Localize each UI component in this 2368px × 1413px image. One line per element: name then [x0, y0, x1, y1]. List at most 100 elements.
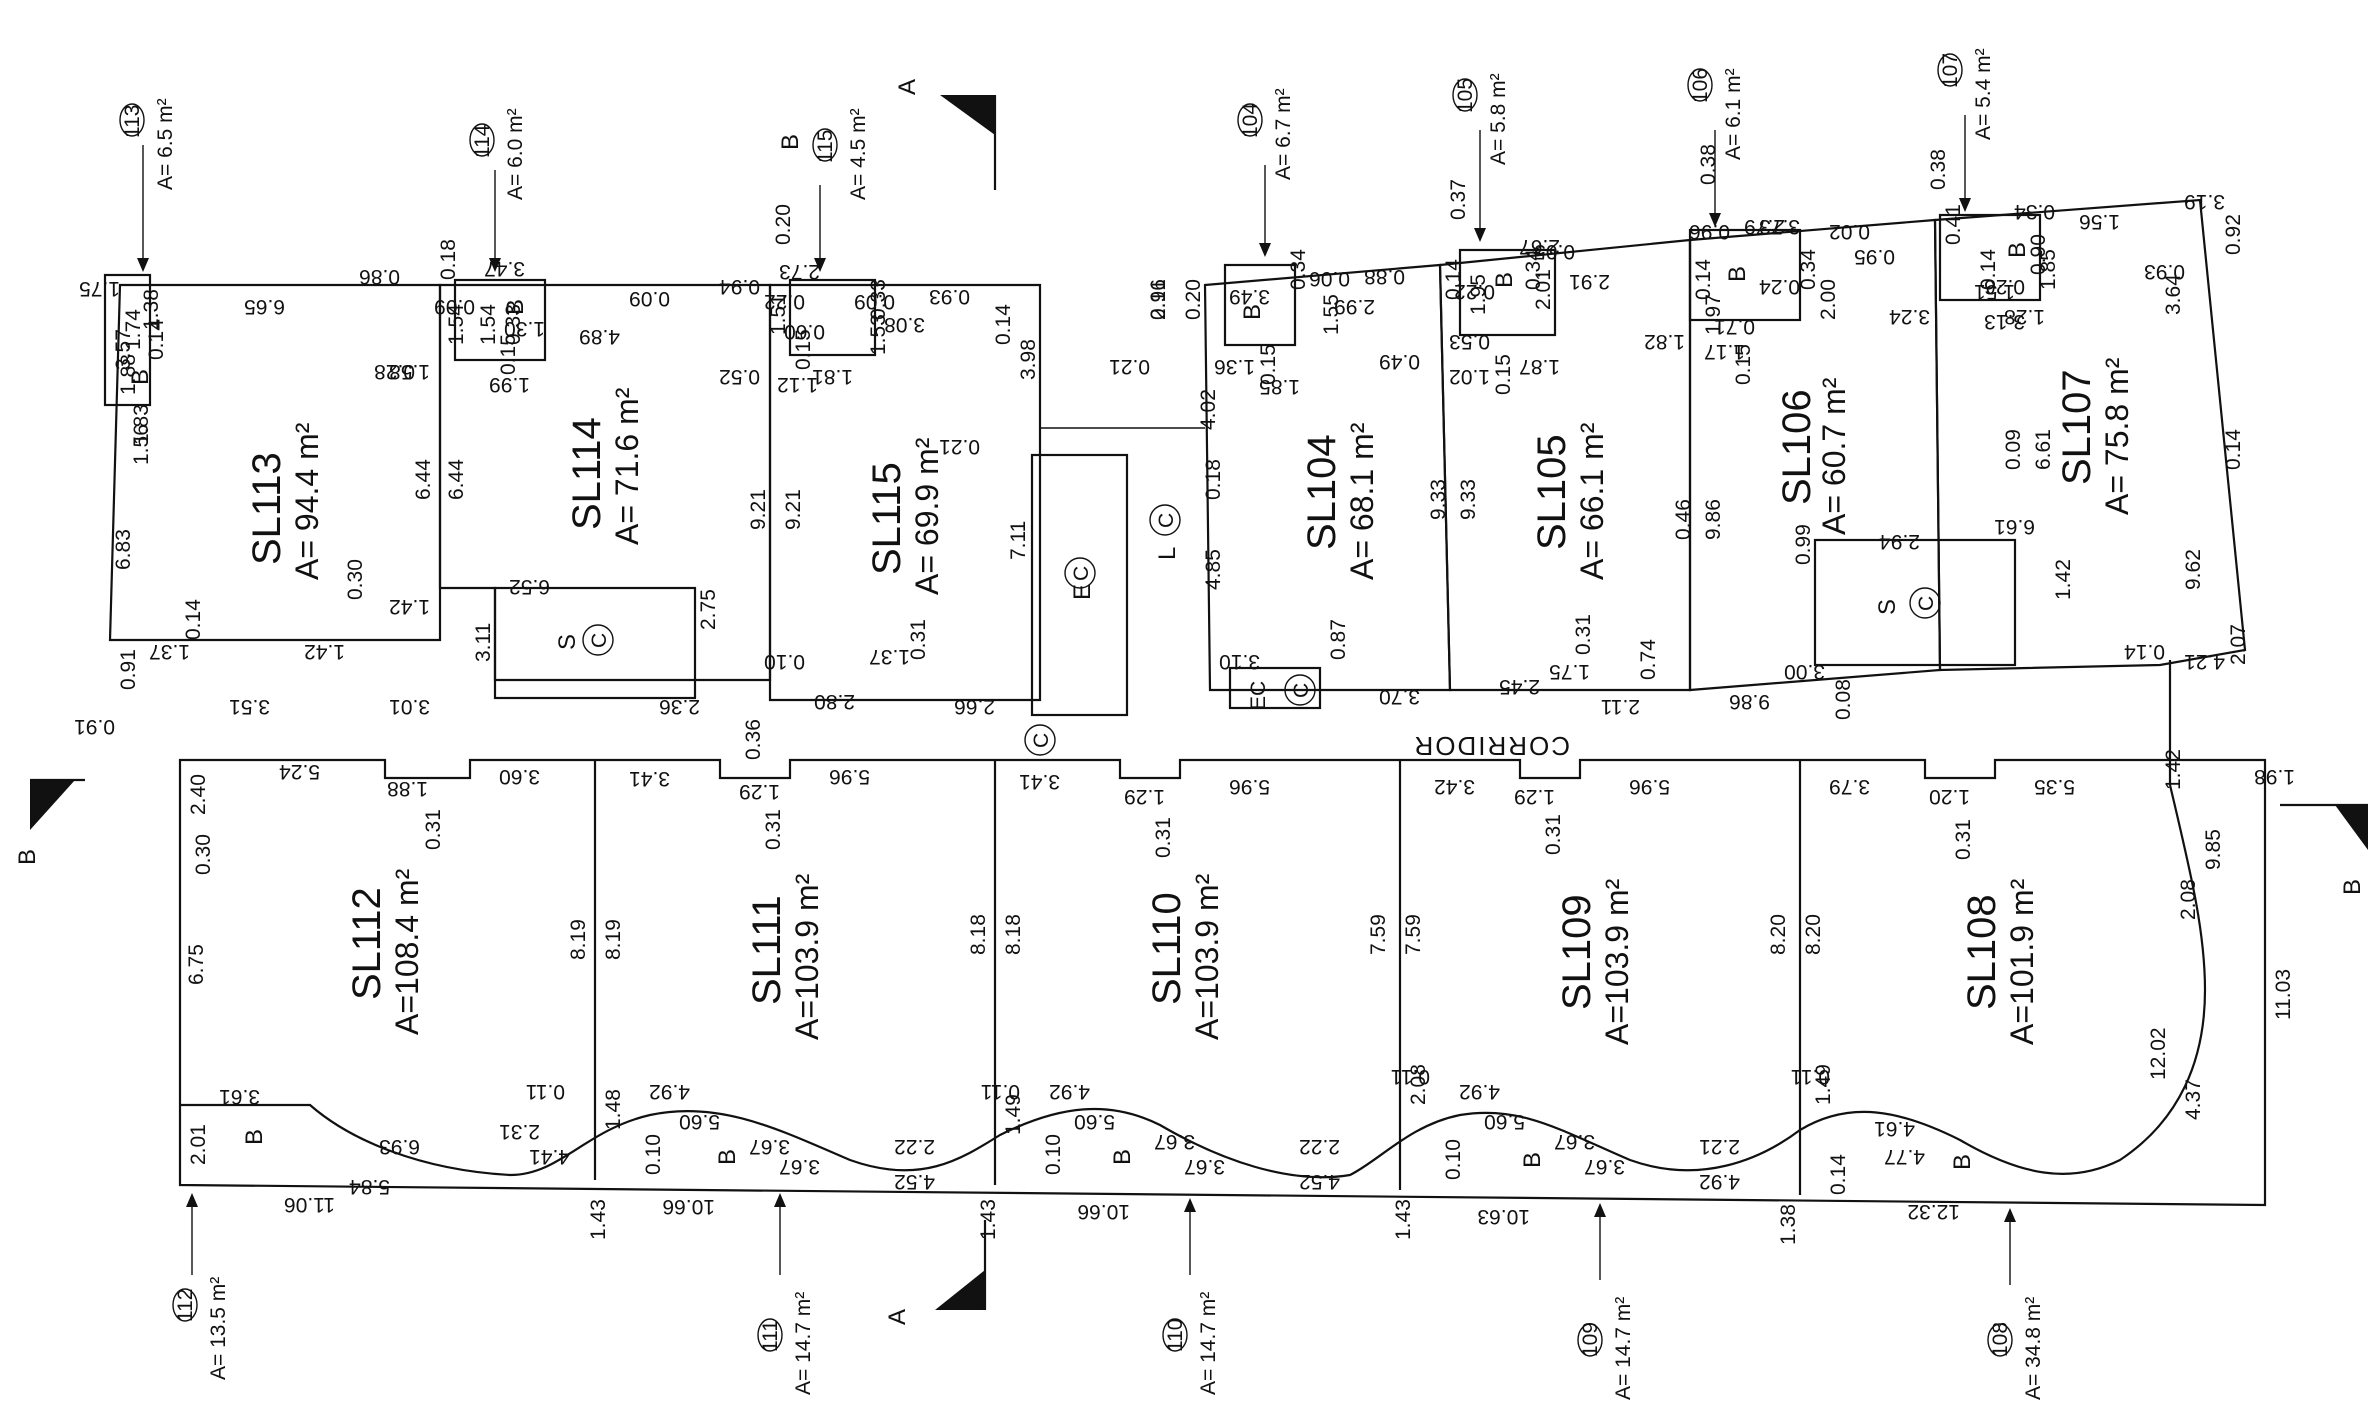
- dims_top-label: 0.86: [359, 265, 400, 288]
- dims_top_right-label: 0.14: [2222, 429, 2245, 470]
- dims_top-label: 0.93: [929, 285, 970, 308]
- dims_top_right-label: 0.53: [1449, 330, 1490, 353]
- dims_top_right-label: 0.08: [1832, 679, 1855, 720]
- dims_top_right-label: 4.02: [1197, 389, 1220, 430]
- dims_bottom-label: 3.67: [1554, 1130, 1595, 1153]
- balcony-box-115: [788, 278, 877, 357]
- lot-area-sl115: A= 69.9 m²: [909, 437, 945, 595]
- balcony-num-104: 104: [1239, 103, 1262, 138]
- dims_top-label: 0.09: [434, 295, 475, 318]
- dims_top-label: 0.33: [502, 304, 525, 345]
- dims_top-label: 0.14: [145, 319, 168, 360]
- dims_top_right-label: 0.20: [1182, 279, 1205, 320]
- dims_top_right-label: 0.74: [1637, 639, 1660, 680]
- dims_top_right-label: 0.26: [1984, 275, 2025, 298]
- dims_bottom-label: 2.21: [1699, 1135, 1740, 1158]
- dims_top_right-label: 2.07: [2227, 624, 2250, 665]
- dims_top_right-label: 4.85: [1202, 549, 1225, 590]
- dims_top-label: 6.44: [412, 459, 435, 500]
- balcony-b-108: B: [1949, 1154, 1976, 1170]
- dims_top_right-label: 4.21: [2184, 650, 2225, 673]
- dims_top_right-label: 0.38: [1927, 149, 1950, 190]
- dims_top-label: 6.52: [509, 575, 550, 598]
- balcony-b-105: B: [1491, 272, 1518, 288]
- dims_top_right-label: 1.85: [1259, 375, 1300, 398]
- dims_top-label: 1.42: [389, 595, 430, 618]
- balcony-b-113: B: [127, 369, 154, 385]
- dims_top_right-label: 0.09: [2002, 429, 2025, 470]
- dims_top-label: 0.52: [719, 365, 760, 388]
- balcony-num-106: 106: [1689, 68, 1712, 103]
- section-label-a-bottom: A: [884, 1309, 911, 1325]
- dims_top_right-label: 0.93: [2144, 260, 2185, 283]
- dims_bottom-label: 9.85: [2202, 829, 2225, 870]
- dims_bottom-label: 0.14: [1827, 1154, 1850, 1195]
- dims_bottom-label: 1.49: [1812, 1064, 1835, 1105]
- dims_top-label: 3.08: [884, 313, 925, 336]
- dims_bottom-label: 0.31: [1152, 817, 1175, 858]
- dims_top_right-label: 0.21: [1109, 355, 1150, 378]
- dims_bottom-label: 1.43: [587, 1199, 610, 1240]
- dims_top_right-label: 1.56: [2079, 210, 2120, 233]
- dims_top-label: 0.91: [117, 649, 140, 690]
- balcony-area-115: A= 4.5 m²: [847, 108, 870, 200]
- dims_top-label: 4.89: [579, 325, 620, 348]
- dims_top_right-label: 0.14: [1692, 259, 1715, 300]
- balcony-callout-108: 108 A= 34.8 m²: [1987, 1208, 2045, 1400]
- balcony-box-105: [1458, 248, 1557, 337]
- dims_top_right-label: 0.24: [1759, 275, 1800, 298]
- dims_top-label: 1.88: [117, 354, 140, 395]
- dims_bottom-label: 5.35: [2034, 775, 2075, 798]
- dims_bottom-label: 1.43: [977, 1199, 1000, 1240]
- dims_bottom-label: 3.60: [499, 765, 540, 788]
- dims_top-label: 0.30: [344, 559, 367, 600]
- dims_top_right-label: 1.02: [1449, 365, 1490, 388]
- dims_top_right-label: 0.95: [1854, 245, 1895, 268]
- balcony-num-115: 115: [814, 130, 837, 163]
- dims_bottom-label: 12.02: [2147, 1027, 2170, 1080]
- dims_bottom-label: 0.10: [642, 1134, 665, 1175]
- dims_top-label: 2.80: [814, 690, 855, 713]
- dims_top-label: 0.91: [74, 715, 115, 738]
- bottom-block-outline: [178, 758, 2267, 1207]
- dims_top_right-label: 2.94: [1879, 530, 1920, 553]
- dims_bottom-label: 4.52: [1299, 1170, 1340, 1193]
- section-marker-b-left: B: [14, 778, 85, 865]
- balcony-num-109: 109: [1579, 1322, 1602, 1357]
- dims_bottom-label: 1.43: [1392, 1199, 1415, 1240]
- dims_bottom-label: 0.31: [1542, 814, 1565, 855]
- balcony-num-111: 111: [759, 1320, 782, 1352]
- dims_bottom-label: 8.19: [567, 919, 590, 960]
- lot-area-sl111: A=103.9 m²: [789, 873, 825, 1040]
- lot-area-sl105: A= 66.1 m²: [1574, 422, 1610, 580]
- balcony-num-107: 107: [1939, 53, 1962, 88]
- dims_bottom-label: 0.10: [1442, 1139, 1465, 1180]
- lot-name-sl104: SL104: [1300, 434, 1344, 550]
- elevator-box: [1030, 453, 1129, 717]
- common-c-lobby: C: [1155, 513, 1178, 528]
- dims_bottom-label: 1.29: [1124, 785, 1165, 808]
- dims_bottom-label: 4.41: [529, 1145, 570, 1168]
- lot-name-sl106: SL106: [1775, 389, 1819, 505]
- bottom-lot-labels: SL112 A=108.4 m² SL111 A=103.9 m² SL110 …: [345, 868, 2040, 1045]
- dims_top_right-label: 0.14: [2124, 640, 2165, 663]
- dims_bottom-label: 1.49: [1002, 1094, 1025, 1135]
- dims_bottom-label: 3.67: [779, 1155, 820, 1178]
- balcony-area-107: A= 5.4 m²: [1972, 48, 1995, 140]
- dims_top-label: 1.37: [869, 645, 910, 668]
- dims_bottom-label: 8.19: [602, 919, 625, 960]
- balcony-area-111: A= 14.7 m²: [792, 1292, 815, 1395]
- dims_bottom-label: 11.06: [284, 1193, 335, 1216]
- common-c-stair-right: C: [1915, 596, 1938, 611]
- dims_top_right-label: 0.87: [1327, 619, 1350, 660]
- dims_top_right-label: 3.24: [1889, 305, 1930, 328]
- dims_top_right-label: 0.34: [1797, 249, 1820, 290]
- stair-label-right: S: [1874, 599, 1901, 615]
- stair-label-left: S: [554, 634, 581, 650]
- dims_bottom-label: 10.63: [1477, 1205, 1530, 1228]
- dims_top_right-label: 0.99: [1792, 524, 1815, 565]
- balcony-num-113: 113: [121, 105, 144, 138]
- dims_bottom-label: 4.92: [1459, 1080, 1500, 1103]
- dims_top-label: 0.10: [764, 650, 805, 673]
- dims_top_right-label: 2.00: [1817, 279, 1840, 320]
